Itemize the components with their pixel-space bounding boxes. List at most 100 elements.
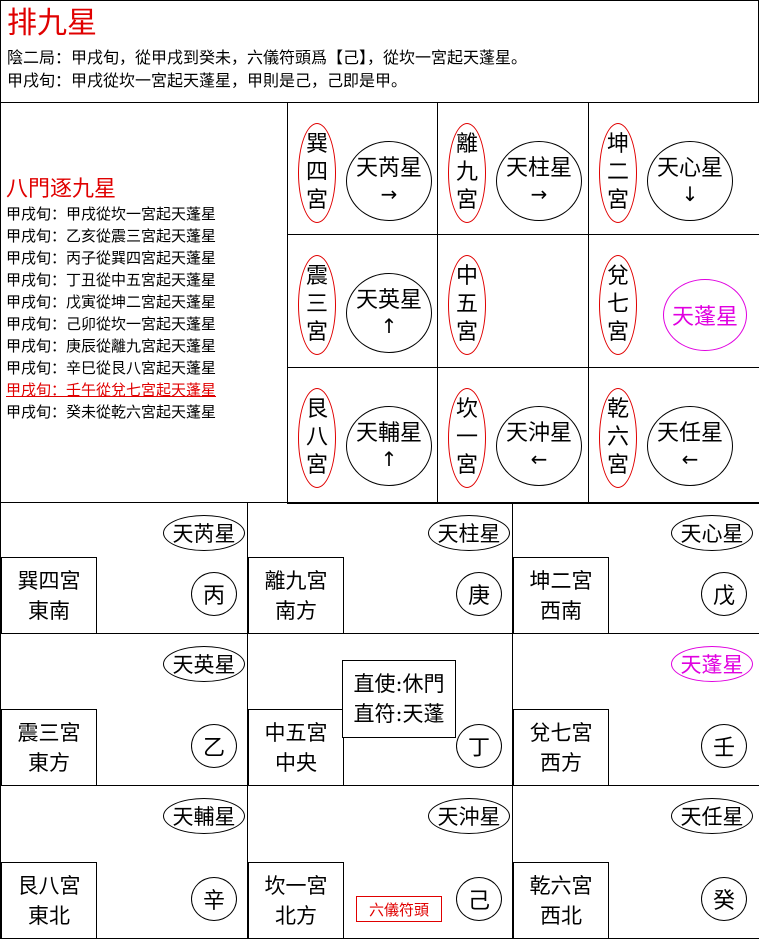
small-grid-cell: 震三宮天英星↑ (287, 234, 438, 368)
palace-box: 巽四宮東南 (1, 557, 97, 634)
palace-char: 一 (455, 425, 478, 450)
star-circle: 天任星← (647, 406, 733, 486)
palace-char: 四 (305, 160, 328, 185)
star-circle: 天芮星→ (346, 141, 432, 221)
palace-oval: 離九宮 (448, 123, 486, 223)
star-oval: 天任星 (671, 798, 753, 834)
small-grid-cell: 兌七宮天蓬星 (588, 234, 759, 368)
palace-cell: 天任星乾六宮西北癸 (512, 785, 759, 939)
palace-char: 巽 (305, 132, 328, 157)
small-grid-cell: 離九宮天柱星→ (437, 102, 589, 235)
stem-circle: 戊 (701, 572, 747, 616)
star-name: 天英星 (355, 288, 422, 313)
star-name: 天芮星 (355, 156, 422, 181)
left-panel: 八門逐九星 甲戌旬：甲戌從坎一宮起天蓬星甲戌旬：乙亥從震三宮起天蓬星甲戌旬：丙子… (0, 102, 288, 503)
palace-char: 坎 (455, 397, 478, 422)
palace-direction: 東北 (28, 903, 70, 928)
left-panel-line: 甲戌旬：丙子從巽四宮起天蓬星 (6, 249, 217, 267)
palace-oval: 中五宮 (448, 255, 486, 355)
palace-char: 宮 (606, 188, 629, 213)
star-oval: 天英星 (163, 646, 245, 682)
palace-char: 宮 (455, 188, 478, 213)
header-line-1: 陰二局：甲戌旬，從甲戌到癸未，六儀符頭爲【己】，從坎一宮起天蓬星。 (7, 48, 528, 67)
palace-oval: 兌七宮 (599, 255, 637, 355)
header-panel: 排九星 陰二局：甲戌旬，從甲戌到癸未，六儀符頭爲【己】，從坎一宮起天蓬星。 甲戌… (0, 0, 759, 103)
palace-char: 艮 (305, 397, 328, 422)
palace-direction: 北方 (275, 903, 317, 928)
palace-char: 兌 (606, 264, 629, 289)
stem-circle: 丁 (456, 724, 502, 768)
palace-box: 艮八宮東北 (1, 862, 97, 939)
palace-box: 坤二宮西南 (513, 557, 609, 634)
left-panel-line: 甲戌旬：癸未從乾六宮起天蓬星 (6, 403, 217, 421)
palace-oval: 震三宮 (298, 255, 336, 355)
palace-name: 離九宮 (264, 568, 328, 593)
left-panel-line: 甲戌旬：甲戌從坎一宮起天蓬星 (6, 205, 217, 223)
palace-char: 宮 (606, 453, 629, 478)
stem-circle: 壬 (701, 724, 747, 768)
left-panel-line: 甲戌旬：壬午從兌七宮起天蓬星 (6, 381, 217, 399)
left-panel-heading: 八門逐九星 (6, 177, 117, 202)
palace-char: 宮 (455, 453, 478, 478)
zhifu-label: 直符:天蓬 (353, 702, 445, 726)
left-panel-lines: 甲戌旬：甲戌從坎一宮起天蓬星甲戌旬：乙亥從震三宮起天蓬星甲戌旬：丙子從巽四宮起天… (6, 203, 216, 423)
palace-char: 六 (606, 425, 629, 450)
small-star-grid: 巽四宮天芮星→離九宮天柱星→坤二宮天心星↓震三宮天英星↑中五宮兌七宮天蓬星艮八宮… (287, 102, 759, 504)
palace-char: 離 (455, 132, 478, 157)
palace-direction: 東南 (28, 598, 70, 623)
palace-cell: 天心星坤二宮西南 戊 (512, 502, 759, 634)
stem-circle: 癸 (701, 877, 747, 921)
palace-name: 巽四宮 (17, 568, 81, 593)
left-panel-line: 甲戌旬：乙亥從震三宮起天蓬星 (6, 227, 217, 245)
fu-tou-label: 六儀符頭 (356, 896, 442, 922)
small-grid-cell: 艮八宮天輔星↑ (287, 367, 438, 504)
palace-char: 坤 (606, 132, 629, 157)
star-oval: 天沖星 (428, 798, 510, 834)
arrow-icon: ↑ (380, 314, 398, 338)
small-grid-cell: 坎一宮天沖星← (437, 367, 589, 504)
star-name: 天柱星 (505, 156, 572, 181)
palace-cell: 天蓬星兌七宮西方壬 (512, 633, 759, 786)
star-circle: 天柱星→ (496, 141, 582, 221)
header-line-2: 甲戌旬：甲戌從坎一宮起天蓬星，甲則是己，己即是甲。 (7, 71, 408, 90)
palace-oval: 坤二宮 (599, 123, 637, 223)
palace-char: 七 (606, 292, 629, 317)
palace-cell: 天柱星離九宮南方庚 (247, 502, 513, 634)
palace-name: 乾六宮 (529, 873, 593, 898)
small-grid-cell: 乾六宮天任星← (588, 367, 759, 504)
small-grid-cell: 巽四宮天芮星→ (287, 102, 438, 235)
arrow-icon: → (530, 182, 548, 206)
left-panel-line: 甲戌旬：庚辰從離九宮起天蓬星 (6, 337, 217, 355)
left-panel-line: 甲戌旬：戊寅從坤二宮起天蓬星 (6, 293, 217, 311)
palace-char: 五 (455, 292, 478, 317)
palace-direction: 東方 (28, 750, 70, 775)
stem-circle: 丙 (191, 572, 237, 616)
palace-char: 九 (455, 160, 478, 185)
star-oval: 天心星 (671, 515, 753, 551)
stem-circle: 己 (456, 877, 502, 921)
palace-char: 宮 (606, 320, 629, 345)
arrow-icon: ← (530, 447, 548, 471)
star-oval: 天蓬星 (671, 646, 753, 682)
palace-name: 艮八宮 (17, 873, 81, 898)
star-oval: 天柱星 (428, 515, 510, 551)
palace-char: 宮 (455, 320, 478, 345)
arrow-icon: ↓ (681, 182, 699, 206)
star-oval: 天輔星 (163, 798, 245, 834)
palace-char: 乾 (606, 397, 629, 422)
star-name: 天沖星 (505, 421, 572, 446)
star-circle: 天英星↑ (346, 273, 432, 353)
star-name: 天任星 (656, 421, 723, 446)
palace-cell: 天輔星艮八宮東北辛 (0, 785, 248, 939)
arrow-icon: → (380, 182, 398, 206)
left-panel-line: 甲戌旬：丁丑從中五宮起天蓬星 (6, 271, 217, 289)
palace-char: 震 (305, 264, 328, 289)
palace-box: 坎一宮北方 (248, 862, 344, 939)
palace-char: 宮 (305, 320, 328, 345)
arrow-icon: ↑ (380, 447, 398, 471)
palace-direction: 南方 (275, 598, 317, 623)
star-circle: 天輔星↑ (346, 406, 432, 486)
star-circle: 天沖星← (496, 406, 582, 486)
star-oval: 天芮星 (163, 515, 245, 551)
palace-char: 三 (305, 292, 328, 317)
